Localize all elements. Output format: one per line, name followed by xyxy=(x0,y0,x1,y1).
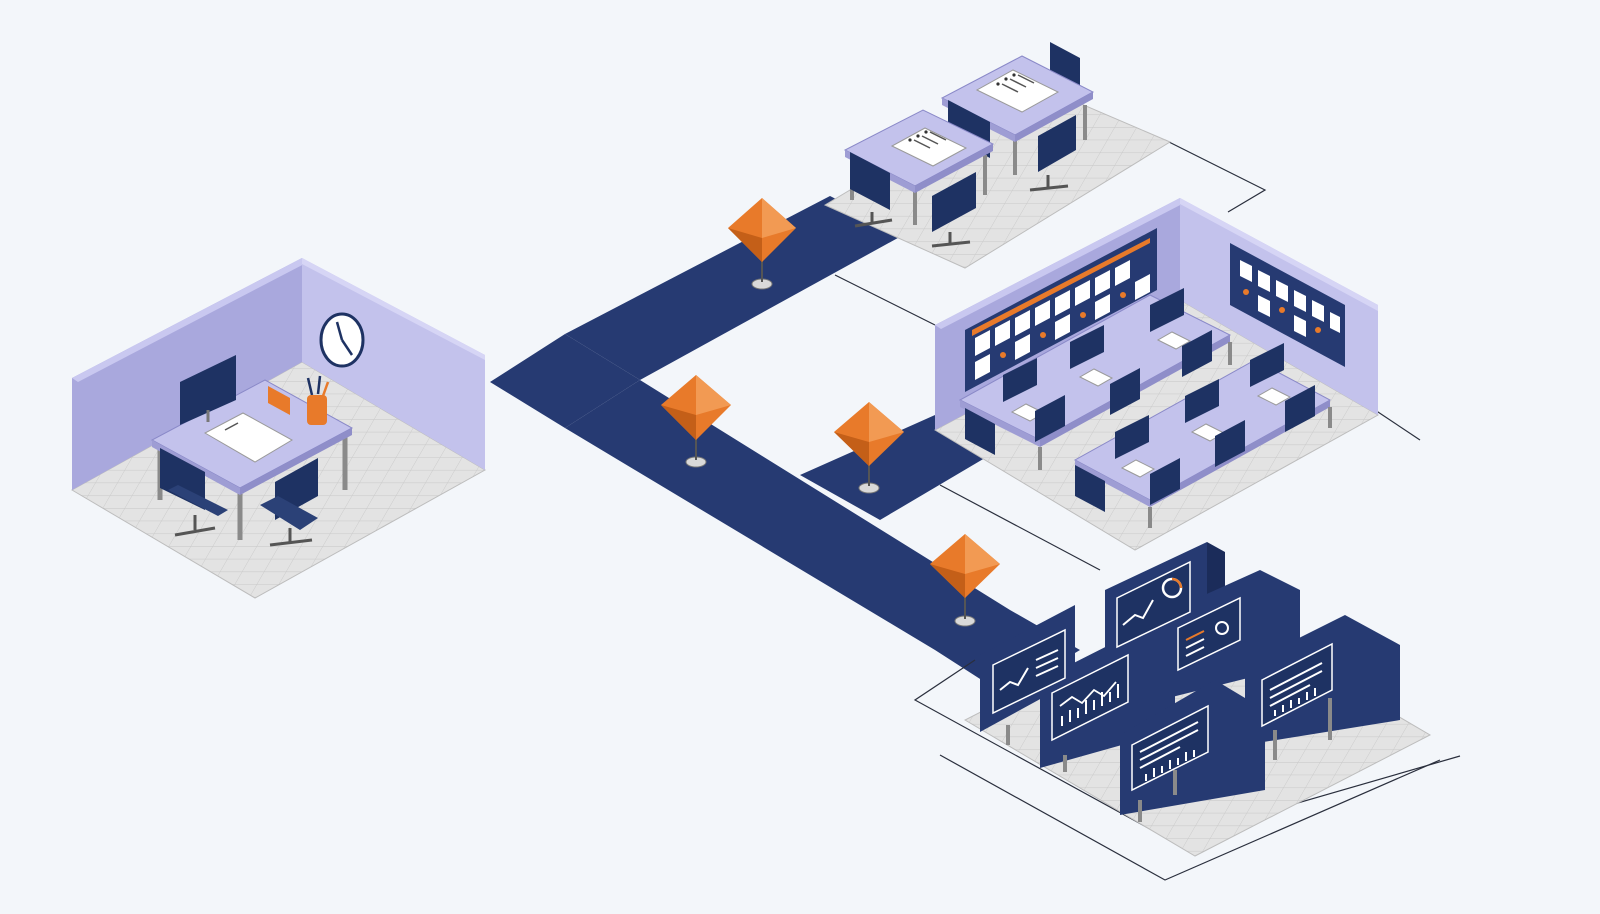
meeting-desk-lower xyxy=(843,109,995,225)
zone-private-office xyxy=(70,258,487,599)
document-icon xyxy=(203,412,294,463)
connector-cubicle-inner xyxy=(939,754,1441,881)
line-chart-icon xyxy=(1116,560,1191,649)
document-icon xyxy=(975,69,1060,113)
bar-chart-icon xyxy=(1051,653,1129,742)
monitor-icon xyxy=(1003,288,1184,402)
bar-chart-icon xyxy=(1261,642,1333,728)
office-chair-left xyxy=(160,448,228,537)
waypoint-markers xyxy=(661,198,1000,627)
waypoint-marker-icon xyxy=(834,402,904,494)
wall-clock-icon xyxy=(319,312,365,368)
connector-lab-bottom xyxy=(939,484,1101,571)
document-icon xyxy=(890,127,968,167)
monitor-icon xyxy=(1115,343,1284,459)
office-chair-right xyxy=(260,458,318,547)
lab-kanban-board xyxy=(965,228,1157,392)
connector-meeting xyxy=(1164,139,1267,213)
pencil-cup-icon xyxy=(306,375,330,425)
lab-desk-row-front xyxy=(1073,343,1332,528)
path-trunk xyxy=(490,334,640,428)
zone-meeting-desks xyxy=(823,42,1172,269)
lab-chairs-back xyxy=(965,330,1212,455)
line-chart-icon xyxy=(992,628,1066,715)
connector-lab-top xyxy=(834,274,936,326)
path-upper-branch xyxy=(565,196,905,380)
monitor-icon xyxy=(180,355,236,425)
lab-status-board xyxy=(1230,243,1345,367)
waypoint-marker-icon xyxy=(661,375,731,468)
office-right-wall xyxy=(302,258,485,470)
waypoint-marker-icon xyxy=(930,534,1000,627)
zone-analytics-cubicles xyxy=(963,542,1432,857)
connector-lines xyxy=(834,139,1461,881)
office-left-wall xyxy=(72,258,302,490)
waypoint-marker-icon xyxy=(728,198,796,290)
donut-chart-icon xyxy=(1161,577,1183,599)
zone-computer-lab xyxy=(933,198,1380,551)
connector-lab-right xyxy=(1374,409,1421,441)
folder-icon xyxy=(268,386,290,415)
connector-cubicle-outer xyxy=(913,659,1461,841)
lab-chairs-front xyxy=(1075,385,1315,512)
bar-chart-icon xyxy=(1131,704,1209,792)
donut-chart-icon xyxy=(1177,596,1241,672)
path-lab-branch xyxy=(800,415,990,520)
